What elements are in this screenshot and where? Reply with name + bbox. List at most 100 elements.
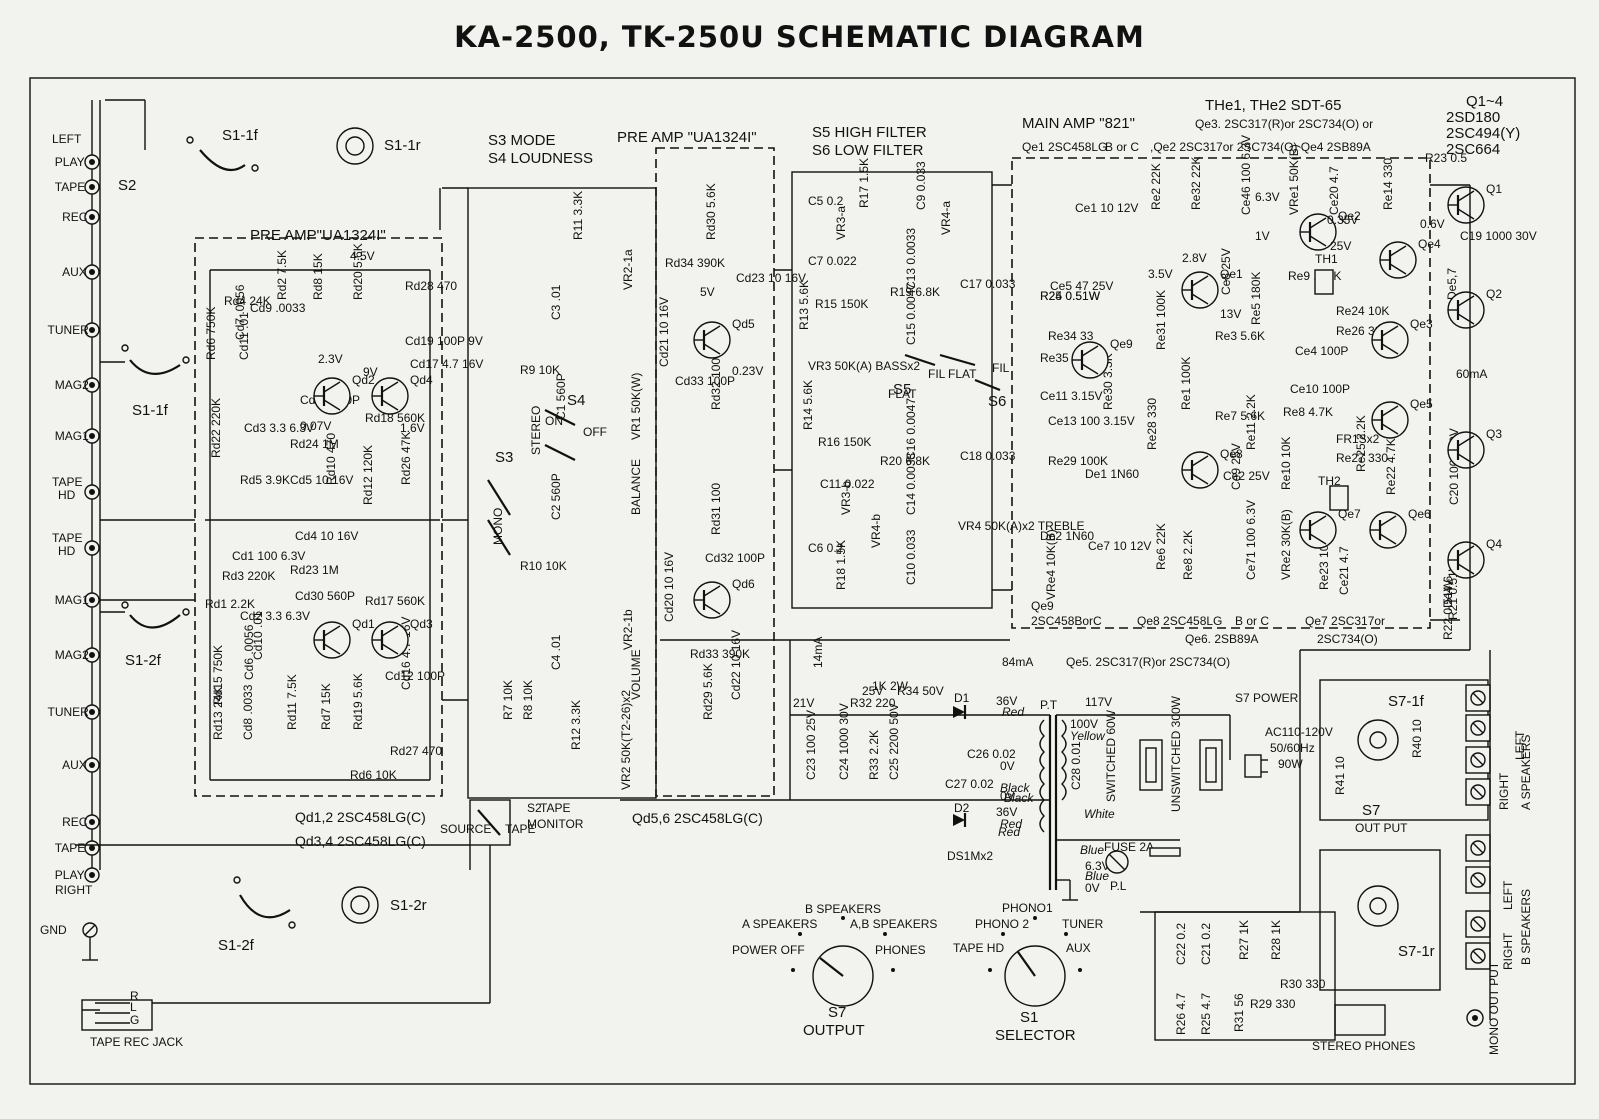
jack-right-4-label: AUX	[62, 758, 87, 772]
q14-label: Q1~4	[1466, 93, 1503, 110]
phones-comp-2: R27 1K	[1237, 920, 1251, 960]
eq-bot-comp-2: Cd10 .01	[251, 611, 265, 660]
pwr-comp-15: 36V	[996, 805, 1017, 819]
out-put-label: OUT PUT	[1355, 821, 1408, 835]
source-label: SOURCE	[440, 822, 491, 836]
eq-bot-comp-10: Rd27 470	[390, 744, 442, 758]
tone-comp-1: Rd34 390K	[665, 256, 725, 270]
wire-color-0: Red	[1002, 705, 1024, 719]
main-qe3-icon	[1371, 321, 1409, 359]
tone-ctl-comp-0: C5 0.2	[808, 194, 844, 208]
diode-d1-icon	[953, 705, 967, 719]
unswitched-label: UNSWITCHED 300W	[1169, 695, 1183, 812]
main-th-note: THe1, THe2 SDT-65	[1205, 97, 1341, 114]
gnd-icon	[82, 922, 98, 961]
main-q2-icon	[1447, 291, 1485, 329]
th1-icon	[1314, 269, 1334, 295]
jack-right-2-icon	[84, 647, 100, 663]
vol-comp-3: R9 10K	[520, 363, 560, 377]
tone-ctl-comp-10: C17 0.033	[960, 277, 1016, 291]
left-channel-label: LEFT	[52, 132, 82, 146]
main-comp-40: Re11 2.2K	[1244, 394, 1258, 450]
jack-right-6-label: TAPE	[55, 841, 85, 855]
jack-right-6-icon	[84, 840, 100, 856]
stereo-label: STEREO	[529, 406, 543, 455]
main-comp-13: Ce13 100 3.15V	[1048, 414, 1135, 428]
tone-ctl-comp-24: VR4-b	[869, 514, 883, 548]
pwr-comp-3: C24 1000 30V	[837, 703, 851, 780]
main-comp-2: Re32 22K	[1189, 157, 1203, 210]
jack-left-2-icon	[84, 209, 100, 225]
main-volt-7: 1V	[1255, 229, 1270, 243]
eq-bot-comp-7: Rd19 5.6K	[351, 673, 365, 730]
main-comp-41: Re25 2.2K	[1354, 415, 1368, 472]
main-q1-icon	[1447, 186, 1485, 224]
pwr-comp-23: 0V	[1085, 881, 1100, 895]
main-comp-39: Re8 4.7K	[1283, 405, 1333, 419]
qe7-note: Qe7 2SC317or	[1305, 614, 1385, 628]
b-speakers-right-label: RIGHT	[1501, 932, 1515, 970]
front-panel: B SPEAKERS A SPEAKERS A,B SPEAKERS POWER…	[732, 901, 1104, 1044]
s1-1f-top-label: S1-1f	[222, 127, 259, 144]
th2-label: TH2	[1318, 474, 1341, 488]
s2-label: S2	[118, 177, 136, 194]
s4-loudness-label: S4 LOUDNESS	[488, 150, 593, 167]
selector-caption: SELECTOR	[995, 1027, 1076, 1044]
eq-top-comp-19: Rd12 120K	[361, 445, 375, 505]
pilot-lamp-icon	[1105, 850, 1129, 874]
eq-bot-comp-11: Rd6 10K	[350, 768, 397, 782]
eq-top-comp-6: Cd7 .0056	[233, 284, 247, 340]
mono-label: MONO	[491, 508, 505, 545]
main-comp-51: R22 0.51W	[1441, 579, 1455, 640]
tone-ctl-comp-16: C11 0.022	[820, 477, 875, 491]
jack-left-6-label: MAG1	[55, 429, 89, 443]
a-speakers-label: A SPEAKERS	[1519, 735, 1533, 810]
ac-line-2: 50/60Hz	[1270, 741, 1315, 755]
main-comp-17: De2 1N60	[1040, 529, 1094, 543]
jack-pin-l: L	[130, 1000, 137, 1014]
jack-right-3-label: TUNER	[48, 705, 90, 719]
jack-right-1-label: MAG1	[55, 593, 89, 607]
selector-switches: S1-1f S1-1r S2 S1-1f S1-2f S1-2f S1-2r	[105, 99, 427, 954]
main-qe4-label: Qe4	[1418, 237, 1441, 251]
tone-ctl-comp-22: R18 1.5K	[834, 540, 848, 590]
main-volt-0: 3.5V	[1148, 267, 1173, 281]
phones-comp-4: R30 330	[1280, 977, 1326, 991]
tone-ctl-comp-3: VR3-a	[834, 206, 848, 240]
main-qe8-label: Qe8	[1220, 447, 1243, 461]
s1-1f-mid-label: S1-1f	[132, 402, 169, 419]
vol-comp-5: C2 560P	[549, 473, 563, 520]
opt-phono2: PHONO 2	[975, 917, 1029, 931]
opt-b-speakers: B SPEAKERS	[805, 902, 881, 916]
main-comp-27: Re31 100K	[1154, 290, 1168, 350]
tone-comp-3: Cd21 10 16V	[657, 297, 671, 367]
phones-comp-8: R31 56	[1232, 993, 1246, 1032]
wire-color-4: Black	[1004, 791, 1034, 805]
tone-comp-4: Cd33 100P	[675, 374, 735, 388]
speaker-terminal-7-icon	[1465, 942, 1491, 970]
tape-monitor-switch: S2 TAPE MONITOR SOURCE TAPE	[440, 799, 584, 846]
tone-comp-10: Cd22 10 16V	[729, 630, 743, 700]
speaker-terminal-5-icon	[1465, 866, 1491, 894]
diode-d2-icon	[953, 813, 967, 827]
main-q1-label: Q1	[1486, 182, 1502, 196]
fuse-icon	[1149, 847, 1181, 857]
vol-comp-12: R8 10K	[521, 680, 535, 720]
vol-comp-13: C4 .01	[549, 634, 563, 670]
s5-high-filter-label: S5 HIGH FILTER	[812, 124, 927, 141]
pwr-comp-11: C26 0.02	[967, 747, 1016, 761]
main-volt-1: 2.8V	[1182, 251, 1207, 265]
tone-comp-9: Rd33 390K	[690, 647, 750, 661]
flat-label-2: FLAT	[948, 367, 977, 381]
vol-comp-6: R10 10K	[520, 559, 567, 573]
jack-left-0-label: PLAY	[55, 155, 85, 169]
main-comp-34: Re5 180K	[1249, 272, 1263, 325]
main-qe5-label: Qe5	[1410, 397, 1433, 411]
tape-rec-jack-label: TAPE REC JACK	[90, 1035, 183, 1049]
wire-color-3: Black	[1000, 781, 1030, 795]
output-knob-label: S7	[828, 1004, 846, 1021]
s2-monitor-label: S2	[527, 801, 542, 815]
main-comp-16: De1 1N60	[1085, 467, 1139, 481]
opt-tape-hd: TAPE HD	[953, 941, 1004, 955]
vol-comp-1: C3 .01	[549, 284, 563, 320]
